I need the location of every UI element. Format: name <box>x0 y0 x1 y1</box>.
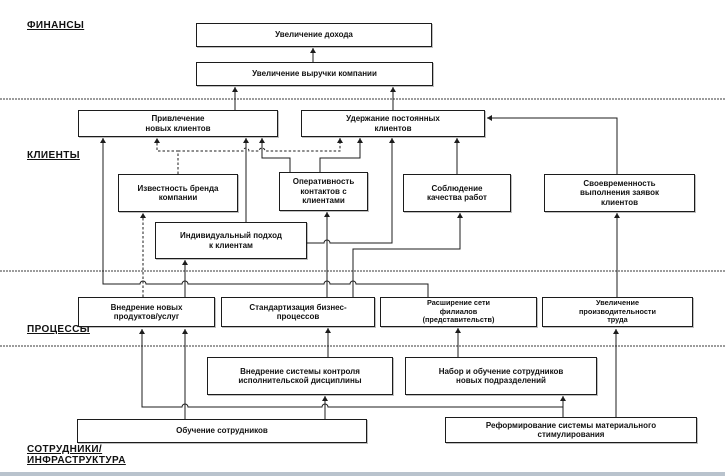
connector-timeliness-to-retain-clients <box>487 117 618 174</box>
arrowhead-c4 <box>154 138 160 143</box>
connector-contact-speed-to-retain-clients <box>319 138 361 172</box>
connector-branch-network-to-attract-clients <box>102 138 429 297</box>
connector-standardization-to-work-quality <box>352 213 461 297</box>
connector-brand-awareness-to-retain-clients <box>178 138 341 152</box>
connector-contact-speed-to-attract-clients <box>261 138 291 172</box>
arrowhead-c17 <box>614 213 620 218</box>
node-recruit-training: Набор и обучение сотрудников новых подра… <box>405 357 597 395</box>
arrowhead-c11 <box>487 115 492 121</box>
connector-brand-awareness-to-attract-clients <box>156 138 179 174</box>
node-individual-approach: Индивидуальный подход к клиентам <box>155 222 307 259</box>
connector-incentive-reform-to-new-products <box>141 329 564 417</box>
node-retain-clients: Удержание постоянных клиентов <box>301 110 485 137</box>
arrowhead-c2 <box>232 87 238 92</box>
arrowhead-c14 <box>324 212 330 217</box>
node-branch-network: Расширение сети филиалов (представительс… <box>380 297 537 327</box>
node-timeliness: Своевременность выполнения заявок клиент… <box>544 174 695 212</box>
arrowhead-c13 <box>182 260 188 265</box>
arrowhead-c24 <box>322 396 328 401</box>
node-staff-training: Обучение сотрудников <box>77 419 367 443</box>
arrowhead-c7 <box>259 138 265 143</box>
arrowhead-c21 <box>139 329 145 334</box>
node-productivity: Увеличение производительности труда <box>542 297 693 327</box>
arrowhead-c1 <box>310 48 316 53</box>
arrowhead-c23 <box>182 329 188 334</box>
node-contact-speed: Оперативность контактов с клиентами <box>279 172 368 211</box>
arrowhead-c19 <box>455 328 461 333</box>
arrowhead-c3 <box>390 87 396 92</box>
node-increase-income: Увеличение дохода <box>196 23 432 47</box>
arrowhead-c16 <box>100 138 106 143</box>
section-label-finance: ФИНАНСЫ <box>27 20 85 31</box>
arrowhead-c20 <box>613 329 619 334</box>
node-increase-revenue: Увеличение выручки компании <box>196 62 433 86</box>
arrowhead-c15 <box>457 213 463 218</box>
arrowhead-c22 <box>560 396 566 401</box>
node-work-quality: Соблюдение качества работ <box>403 174 511 212</box>
arrowhead-c18 <box>325 328 331 333</box>
section-label-clients: КЛИЕНТЫ <box>27 150 80 161</box>
arrowhead-c6 <box>243 138 249 143</box>
bottom-margin-bar <box>0 472 725 476</box>
arrowhead-c8 <box>357 138 363 143</box>
section-label-staff: СОТРУДНИКИ/ ИНФРАСТРУКТУРА <box>27 444 126 466</box>
connector-individual-approach-to-retain-clients <box>307 138 393 244</box>
node-attract-clients: Привлечение новых клиентов <box>78 110 278 137</box>
arrowhead-c9 <box>389 138 395 143</box>
arrowhead-c12 <box>140 213 146 218</box>
node-incentive-reform: Реформирование системы материального сти… <box>445 417 697 443</box>
section-label-process: ПРОЦЕССЫ <box>27 324 90 335</box>
arrowhead-c10 <box>454 138 460 143</box>
arrowhead-c5 <box>337 138 343 143</box>
node-new-products: Внедрение новых продуктов/услуг <box>78 297 215 327</box>
node-discipline-control: Внедрение системы контроля исполнительск… <box>207 357 393 395</box>
node-brand-awareness: Известность бренда компании <box>118 174 238 212</box>
node-standardization: Стандартизация бизнес- процессов <box>221 297 375 327</box>
